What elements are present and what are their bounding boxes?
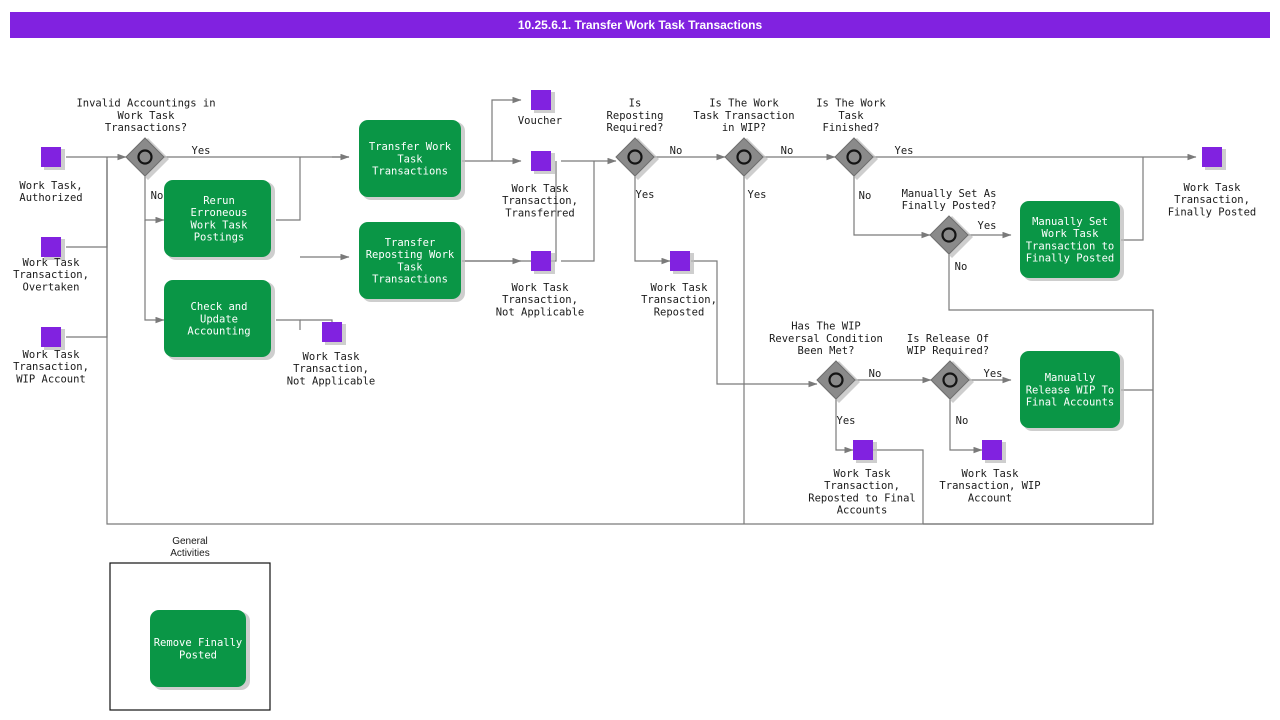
- page-title: 10.25.6.1. Transfer Work Task Transactio…: [10, 12, 1270, 38]
- activity-act_check_update[interactable]: [164, 280, 275, 360]
- edge-label-repost-yes: Yes: [636, 189, 655, 201]
- edge-label-in-wip-no: No: [781, 145, 794, 157]
- activity-act_rerun[interactable]: [164, 180, 275, 260]
- event-ev_wtt_na_left[interactable]: [322, 322, 346, 345]
- gateway-gw_finished[interactable]: [834, 137, 878, 180]
- edge-label-invalid-yes: Yes: [192, 145, 211, 157]
- edge-label-finished-no: No: [859, 190, 872, 202]
- gateway-gw_wip_rev[interactable]: [816, 360, 860, 403]
- activity-act_transfer_repost[interactable]: [359, 222, 465, 302]
- edge-label-release-yes: Yes: [984, 368, 1003, 380]
- event-ev_wtt_na_mid[interactable]: [531, 251, 555, 274]
- gateway-gw_in_wip[interactable]: [724, 137, 768, 180]
- edge-label-release-no: No: [956, 415, 969, 427]
- edge-label-invalid-no: No: [151, 190, 164, 202]
- event-ev_wtt_reposted[interactable]: [670, 251, 694, 274]
- edge-label-in-wip-yes: Yes: [748, 189, 767, 201]
- activity-act_manual_set[interactable]: [1020, 201, 1124, 281]
- event-ev_wtt_wip_acct_in[interactable]: [41, 327, 65, 350]
- edge-label-manual-yes: Yes: [978, 220, 997, 232]
- event-ev_wtt_wip_acct_out[interactable]: [982, 440, 1006, 463]
- edge-label-manual-no: No: [955, 261, 968, 273]
- gateway-gw_invalid[interactable]: [125, 137, 169, 180]
- gateway-gw_release[interactable]: [930, 360, 974, 403]
- event-ev_wt_auth[interactable]: [41, 147, 65, 170]
- group-grp_general: [109, 562, 271, 711]
- gateway-gw_repost[interactable]: [615, 137, 659, 180]
- activity-act_transfer[interactable]: [359, 120, 465, 200]
- edge-label-finished-yes: Yes: [895, 145, 914, 157]
- edge-label-repost-no: No: [670, 145, 683, 157]
- event-label-ev_wt_auth: Work Task,Authorized: [19, 180, 82, 204]
- edge-layer: [66, 96, 1197, 525]
- event-ev_wtt_finally_posted[interactable]: [1202, 147, 1226, 170]
- activity-act_manual_release[interactable]: [1020, 351, 1124, 431]
- edge-label-wip-rev-no: No: [869, 368, 882, 380]
- event-ev_wtt_transferred[interactable]: [531, 151, 555, 174]
- event-label-ev_voucher: Voucher: [518, 115, 562, 127]
- event-ev_wtt_reposted_final[interactable]: [853, 440, 877, 463]
- event-ev_voucher[interactable]: [531, 90, 555, 113]
- edge-label-wip-rev-yes: Yes: [837, 415, 856, 427]
- event-ev_wtt_overtaken[interactable]: [41, 237, 65, 260]
- gateway-gw_manual[interactable]: [929, 215, 973, 258]
